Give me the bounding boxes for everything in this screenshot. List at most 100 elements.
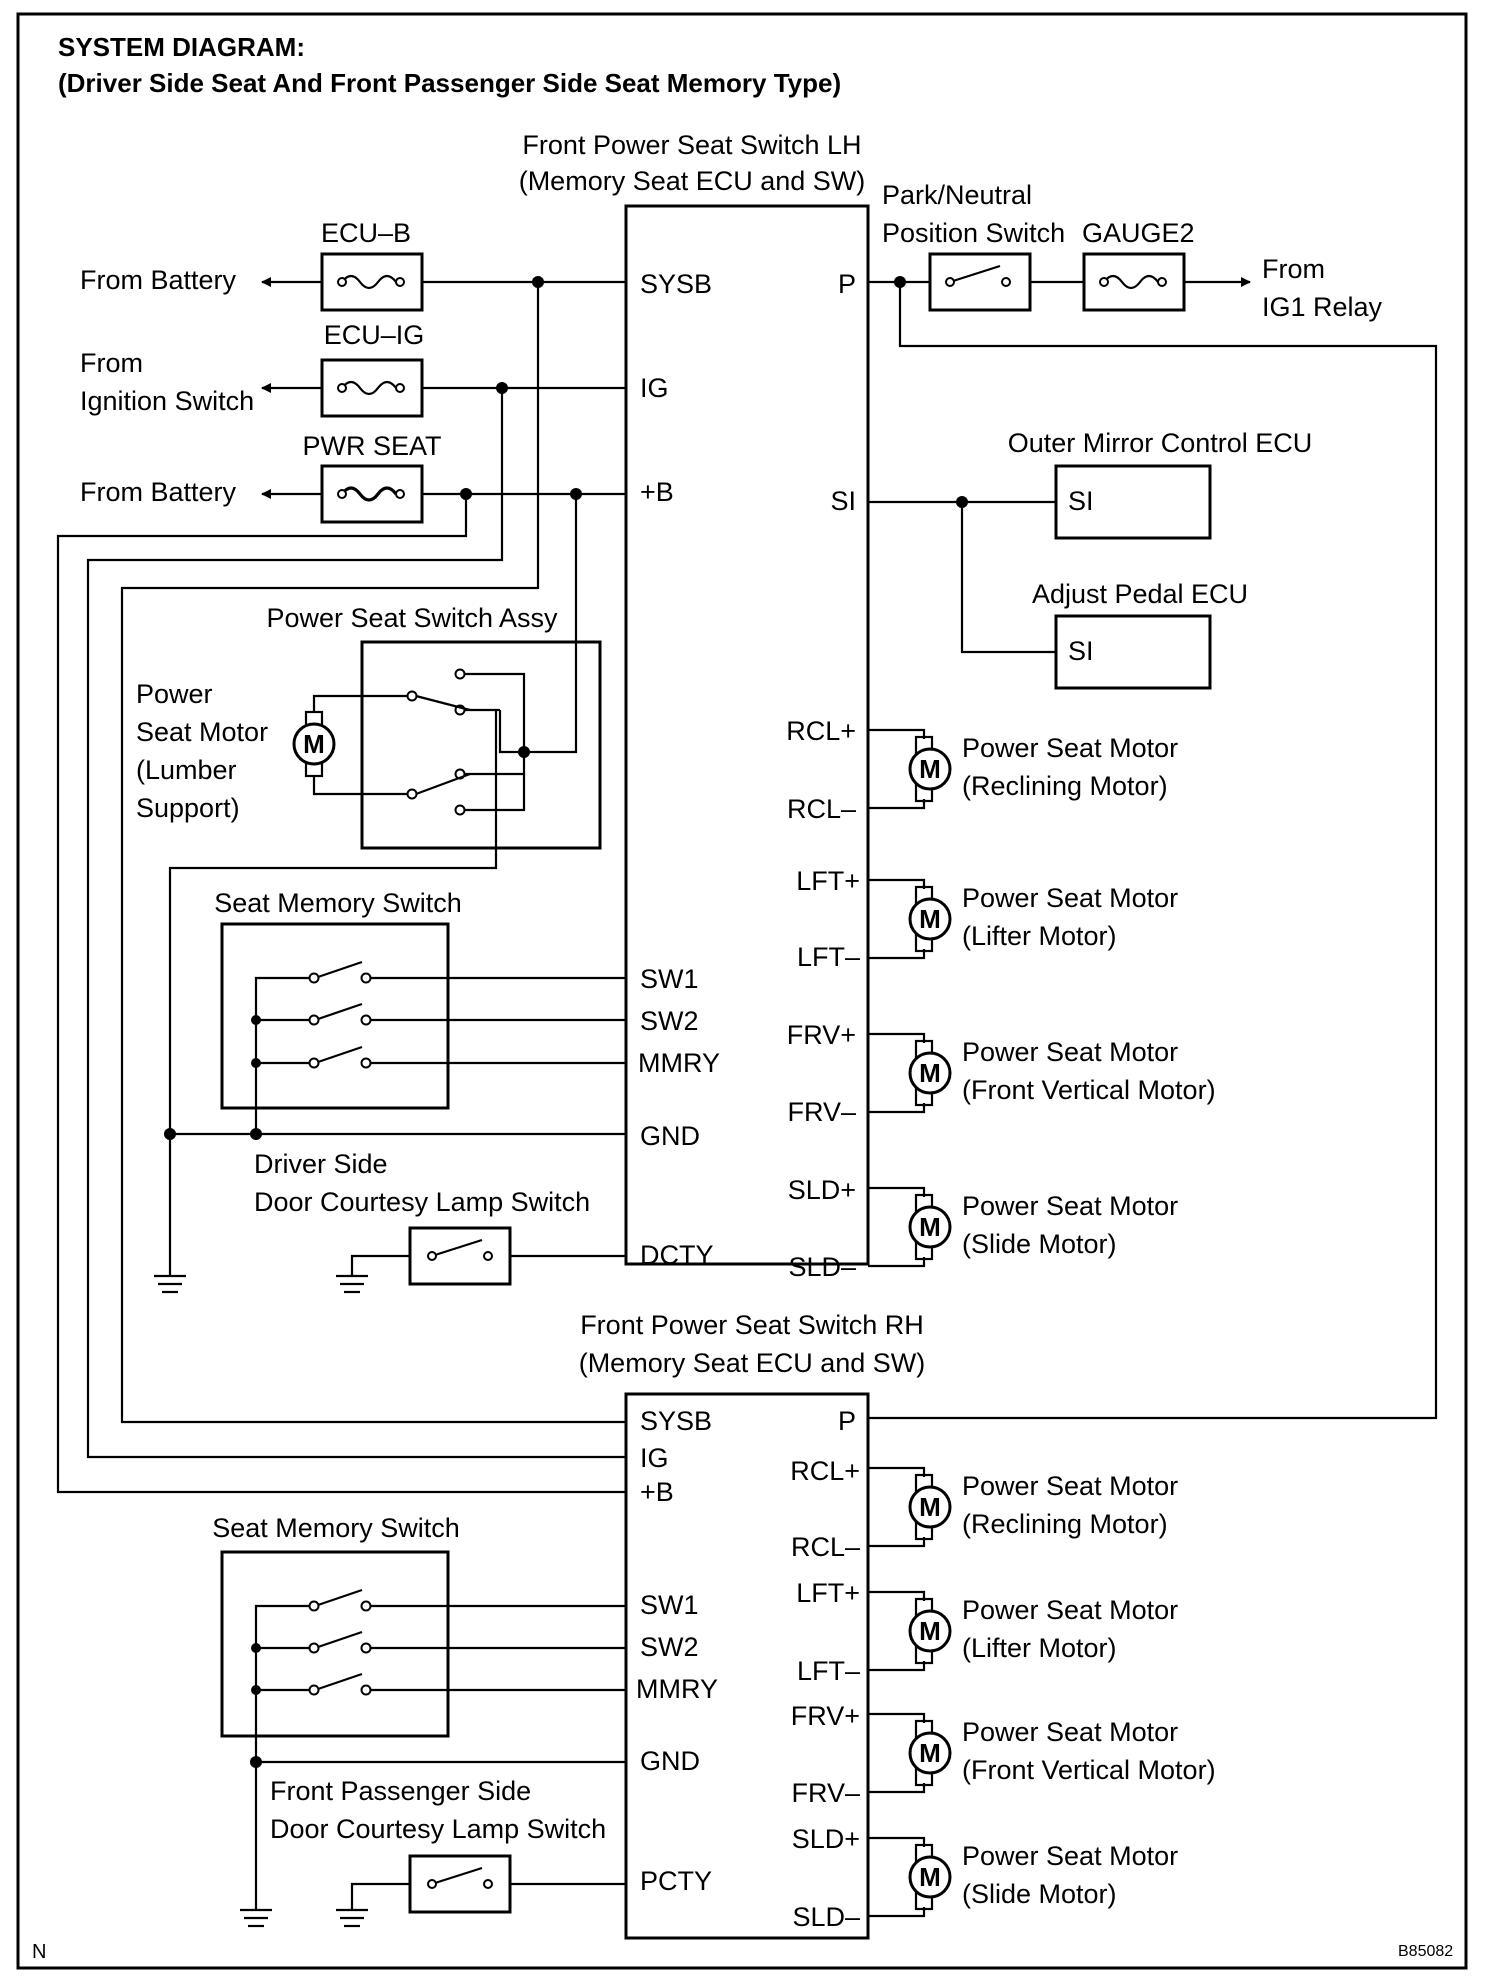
ground-symbol-driver-door (336, 1274, 368, 1294)
power-seat-switch-assy-box (360, 640, 602, 850)
outer-mirror-ecu-label: Outer Mirror Control ECU (1008, 428, 1313, 458)
rh-motor-2: M Power Seat Motor (Lifter Motor) (868, 1590, 1178, 1672)
seat-memory-switch-rh-label: Seat Memory Switch (212, 1513, 460, 1543)
rh-memory-contacts (251, 1588, 626, 1910)
lh-pin-sw2: SW2 (640, 1006, 699, 1036)
lh-ecu-box (624, 204, 870, 1266)
rh-motor-3-label-line2: (Front Vertical Motor) (962, 1755, 1216, 1785)
rh-pin-p: P (838, 1406, 856, 1436)
motor-symbol-letter: M (919, 1212, 941, 1242)
rh-ecu-label-line1: Front Power Seat Switch RH (580, 1310, 924, 1340)
rh-pin-rcl-minus: RCL– (791, 1532, 860, 1562)
figure-id: B85082 (1398, 1943, 1453, 1960)
lumbar-motor-icon: M (292, 710, 336, 778)
park-switch-label-line1: Park/Neutral (882, 180, 1032, 210)
adjust-pedal-si-pin: SI (1068, 636, 1094, 666)
lh-pin-gnd: GND (640, 1121, 700, 1151)
driver-door-courtesy-switch (408, 1226, 512, 1286)
lh-pin-si: SI (830, 486, 856, 516)
lh-pin-sld-plus: SLD+ (788, 1175, 856, 1205)
rh-pin-gnd: GND (640, 1746, 700, 1776)
passenger-door-switch-label-line2: Door Courtesy Lamp Switch (270, 1814, 606, 1844)
motor-symbol-letter: M (919, 1862, 941, 1892)
motor-symbol-letter: M (919, 904, 941, 934)
driver-door-switch-label-line2: Door Courtesy Lamp Switch (254, 1187, 590, 1217)
park-switch-label-line2: Position Switch (882, 218, 1065, 248)
lh-pin-rcl-minus: RCL– (787, 794, 856, 824)
rh-motor-2-label-line2: (Lifter Motor) (962, 1633, 1117, 1663)
rh-pin-mmry: MMRY (636, 1674, 718, 1704)
rh-pin-pcty: PCTY (640, 1866, 712, 1896)
rh-pin-lft-plus: LFT+ (796, 1578, 860, 1608)
driver-door-switch-label-line1: Driver Side (254, 1149, 388, 1179)
rh-ecu-box (624, 1392, 870, 1940)
lh-pin-frv-minus: FRV– (787, 1097, 856, 1127)
motor-symbol-letter: M (919, 754, 941, 784)
outer-mirror-si-pin: SI (1068, 486, 1094, 516)
rh-pin-ig: IG (640, 1443, 669, 1473)
motor-symbol-icon (908, 1051, 952, 1095)
adjust-pedal-ecu-label: Adjust Pedal ECU (1032, 579, 1248, 609)
motor-symbol-icon (908, 1485, 952, 1529)
lh-motor-3-label-line2: (Front Vertical Motor) (962, 1075, 1216, 1105)
diagram-subtitle: (Driver Side Seat And Front Passenger Si… (58, 68, 841, 98)
rh-pin-sld-plus: SLD+ (792, 1824, 860, 1854)
lh-pin-sld-minus: SLD– (788, 1252, 856, 1282)
lh-pin-p: P (838, 269, 856, 299)
lh-motor-4-label-line2: (Slide Motor) (962, 1229, 1117, 1259)
lh-ecu-label-line1: Front Power Seat Switch LH (522, 130, 861, 160)
motor-symbol-letter: M (919, 1616, 941, 1646)
motor-symbol-icon (908, 1731, 952, 1775)
fuse-ecu-ig-label: ECU–IG (324, 320, 425, 350)
pwr-seat-source-label: From Battery (80, 477, 237, 507)
rh-pin-lft-minus: LFT– (797, 1656, 860, 1686)
motor-symbol-letter: M (919, 1492, 941, 1522)
lh-motor-2-label-line1: Power Seat Motor (962, 883, 1178, 913)
lh-pin-plus-b: +B (640, 477, 674, 507)
rh-pin-plus-b: +B (640, 1477, 674, 1507)
lh-motor-1-label-line1: Power Seat Motor (962, 733, 1178, 763)
passenger-door-switch-label-line1: Front Passenger Side (270, 1776, 531, 1806)
ecu-ig-source-label-line2: Ignition Switch (80, 386, 254, 416)
motor-symbol-icon (908, 1205, 952, 1249)
lh-motor-3-label-line1: Power Seat Motor (962, 1037, 1178, 1067)
motor-symbol-letter: M (919, 1738, 941, 1768)
seat-memory-switch-rh-box (220, 1550, 450, 1738)
svg-text:M: M (303, 729, 325, 759)
diagram-frame (16, 12, 1468, 1970)
lh-ecu-label-line2: (Memory Seat ECU and SW) (519, 166, 866, 196)
lumbar-motor-label-line4: Support) (136, 793, 240, 823)
rh-motor-1-label-line2: (Reclining Motor) (962, 1509, 1168, 1539)
seat-memory-switch-lh-label: Seat Memory Switch (214, 888, 462, 918)
ground-symbol-passenger-door (336, 1908, 368, 1928)
ig1-relay-label-line1: From (1262, 254, 1325, 284)
rh-pin-frv-minus: FRV– (791, 1778, 860, 1808)
rh-motor-4-label-line2: (Slide Motor) (962, 1879, 1117, 1909)
lh-pin-sw1: SW1 (640, 964, 699, 994)
gauge2-fuse-label: GAUGE2 (1082, 218, 1195, 248)
power-seat-switch-assy-label: Power Seat Switch Assy (266, 603, 558, 633)
lh-pin-frv-plus: FRV+ (787, 1020, 856, 1050)
ground-symbol-lh (154, 1274, 186, 1294)
rh-motor-3-label-line1: Power Seat Motor (962, 1717, 1178, 1747)
rh-motor-1-label-line1: Power Seat Motor (962, 1471, 1178, 1501)
rh-motor-2-label-line1: Power Seat Motor (962, 1595, 1178, 1625)
rh-pin-sysb: SYSB (640, 1406, 712, 1436)
rh-pin-sw2: SW2 (640, 1632, 699, 1662)
lh-pin-mmry: MMRY (638, 1048, 720, 1078)
lh-pin-sysb: SYSB (640, 269, 712, 299)
lh-pin-ig: IG (640, 373, 669, 403)
rh-pin-rcl-plus: RCL+ (790, 1456, 860, 1486)
lh-memory-contacts (251, 960, 626, 1134)
diagram-title: SYSTEM DIAGRAM: (58, 32, 305, 62)
rh-pin-sld-minus: SLD– (792, 1902, 860, 1932)
ig1-relay-label-line2: IG1 Relay (1262, 292, 1383, 322)
passenger-door-courtesy-switch (408, 1854, 512, 1914)
lh-pin-lft-plus: LFT+ (796, 866, 860, 896)
lh-pin-rcl-plus: RCL+ (786, 716, 856, 746)
ground-symbol-rh (240, 1908, 272, 1928)
